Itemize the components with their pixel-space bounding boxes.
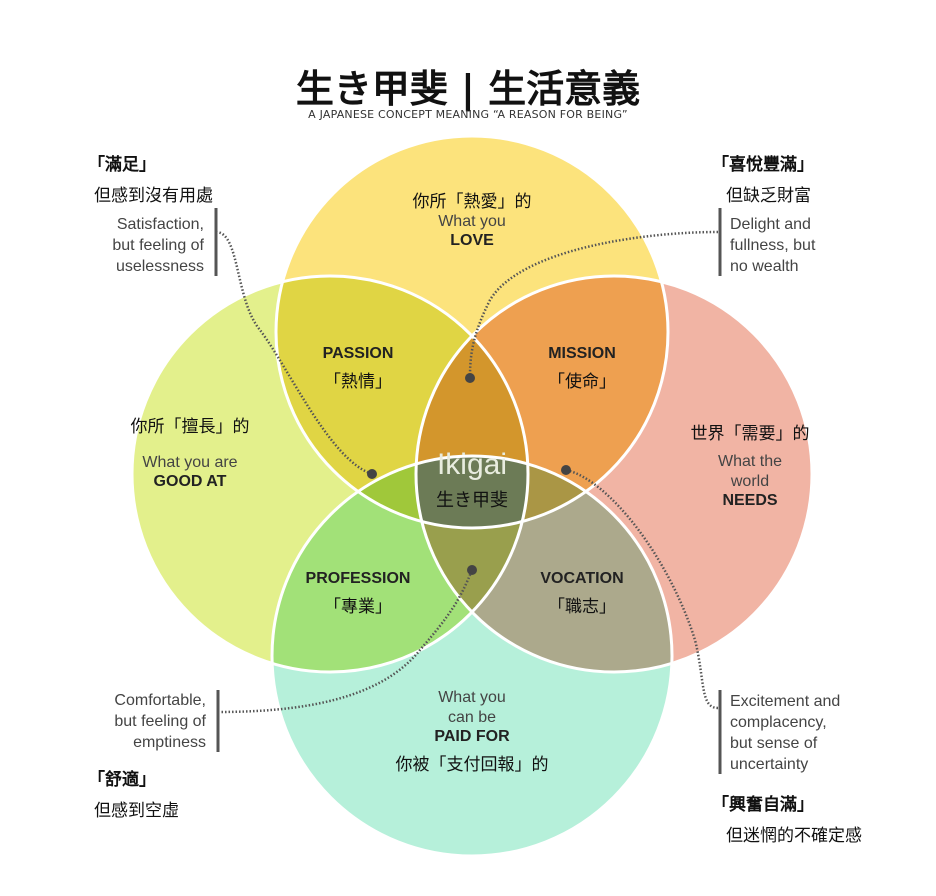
note-line: Delight and	[730, 216, 811, 233]
passion-en: PASSION	[322, 345, 394, 362]
note-line: but feeling of	[112, 237, 204, 254]
good-at-title: GOOD AT	[153, 473, 227, 490]
note-tl-zh2: 但感到沒有用處	[94, 186, 213, 206]
paid-zh: 你被「支付回報」的	[395, 755, 549, 775]
label-paid-for: What you can be PAID FOR 你被「支付回報」的	[360, 688, 584, 775]
love-title: LOVE	[450, 232, 494, 249]
connector-dot	[467, 565, 477, 575]
paid-title: PAID FOR	[434, 728, 510, 745]
note-tl-zh1: 「滿足」	[88, 155, 156, 175]
label-love: 你所「熱愛」的 What you LOVE	[372, 183, 572, 250]
note-line: but feeling of	[114, 713, 206, 730]
note-line: uselessness	[115, 258, 204, 275]
paid-en: What you	[438, 689, 506, 706]
note-satisfaction: 「滿足」 但感到沒有用處	[88, 150, 213, 206]
good-at-zh: 你所「擅長」的	[130, 417, 250, 437]
note-tr-zh1: 「喜悅豐滿」	[712, 155, 814, 175]
love-en: What you	[438, 213, 506, 230]
note-tr-zh2: 但缺乏財富	[726, 186, 811, 206]
note-line: complacency,	[730, 714, 827, 731]
needs-en2: world	[730, 473, 770, 490]
note-bl-zh2: 但感到空虛	[94, 801, 179, 821]
mission-zh: 「使命」	[548, 372, 616, 392]
vocation-zh: 「職志」	[548, 597, 616, 617]
note-excitement: 「興奮自滿」 但迷惘的不確定感	[712, 790, 862, 846]
needs-zh: 世界「需要」的	[690, 424, 810, 444]
passion-zh: 「熱情」	[324, 372, 392, 392]
ikigai-en: Ikigai	[436, 448, 508, 481]
note-comfortable: 「舒適」 但感到空虛	[88, 765, 179, 821]
profession-zh: 「專業」	[324, 597, 392, 617]
note-line: Excitement and	[730, 693, 841, 710]
needs-title: NEEDS	[722, 492, 778, 509]
connector-dot	[465, 373, 475, 383]
label-mission: MISSION 「使命」	[522, 345, 642, 392]
note-line: no wealth	[730, 258, 799, 275]
profession-en: PROFESSION	[305, 570, 411, 587]
label-ikigai: Ikigai 生き甲斐	[412, 448, 532, 512]
page-subtitle: A JAPANESE CONCEPT MEANING “A REASON FOR…	[308, 108, 628, 121]
label-vocation: VOCATION 「職志」	[512, 570, 652, 617]
note-bl-en: Comfortable, but feeling of emptiness	[60, 690, 206, 753]
note-line: Satisfaction,	[116, 216, 204, 233]
note-line: but sense of	[730, 735, 818, 752]
paid-en2: can be	[447, 709, 497, 726]
note-line: uncertainty	[730, 756, 809, 773]
love-zh: 你所「熱愛」的	[412, 192, 532, 212]
label-passion: PASSION 「熱情」	[298, 345, 418, 392]
label-needs: 世界「需要」的 What the world NEEDS	[670, 415, 830, 510]
note-br-en: Excitement and complacency, but sense of…	[730, 691, 840, 775]
needs-en: What the	[717, 453, 783, 470]
note-tl-en: Satisfaction, but feeling of uselessness	[60, 214, 204, 277]
connector-dot	[367, 469, 377, 479]
circle-paid-for	[272, 456, 672, 856]
vocation-en: VOCATION	[540, 570, 624, 587]
label-good-at: 你所「擅長」的 What you are GOOD AT	[105, 408, 275, 491]
note-line: fullness, but	[730, 237, 816, 254]
note-tr-en: Delight and fullness, but no wealth	[730, 214, 815, 277]
page-title: 生き甲斐 | 生活意義	[295, 67, 641, 111]
note-line: emptiness	[133, 734, 206, 751]
good-at-en: What you are	[142, 454, 238, 471]
note-bl-zh1: 「舒適」	[88, 770, 156, 790]
note-br-zh1: 「興奮自滿」	[712, 795, 814, 815]
note-delight: 「喜悅豐滿」 但缺乏財富	[712, 150, 814, 206]
mission-en: MISSION	[548, 345, 616, 362]
note-line: Comfortable,	[114, 692, 206, 709]
note-br-zh2: 但迷惘的不確定感	[726, 826, 862, 846]
ikigai-zh: 生き甲斐	[436, 490, 508, 511]
connector-lines	[215, 230, 719, 714]
connector-dot	[561, 465, 571, 475]
label-profession: PROFESSION 「專業」	[283, 570, 433, 617]
